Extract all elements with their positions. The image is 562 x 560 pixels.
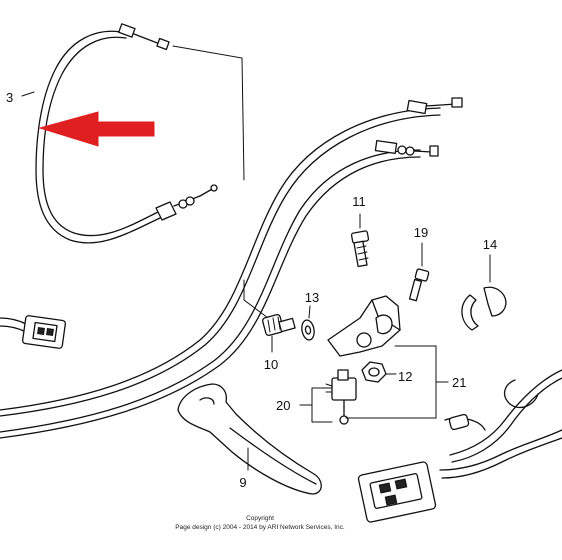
cable-3 bbox=[35, 23, 218, 244]
part-14-clip bbox=[461, 254, 507, 331]
callout-13[interactable]: 13 bbox=[305, 290, 319, 305]
part-12-nut bbox=[361, 361, 387, 383]
coupler-face bbox=[369, 473, 423, 509]
cable-end-ball bbox=[210, 184, 218, 192]
copyright-notice: Page design (c) 2004 - 2014 by ARI Netwo… bbox=[175, 524, 345, 531]
cable-end-fitting bbox=[406, 99, 428, 115]
cable-end-nut bbox=[156, 37, 170, 51]
cable-end-nut bbox=[451, 97, 463, 108]
callout-21[interactable]: 21 bbox=[452, 375, 466, 390]
callout-19[interactable]: 19 bbox=[414, 225, 428, 240]
switch-harness bbox=[357, 369, 562, 523]
cable-end-fitting bbox=[374, 140, 398, 154]
part-19-screw bbox=[408, 242, 430, 302]
callout-20[interactable]: 20 bbox=[276, 398, 290, 413]
callout-9[interactable]: 9 bbox=[239, 475, 246, 490]
callout-12[interactable]: 12 bbox=[398, 369, 412, 384]
callout-10[interactable]: 10 bbox=[264, 357, 278, 372]
cable-adjuster bbox=[155, 201, 177, 221]
cable-nut bbox=[397, 145, 407, 155]
harness-clip bbox=[448, 413, 470, 431]
cable-nut bbox=[405, 146, 415, 156]
part-10-adjuster bbox=[262, 314, 296, 353]
leader-line bbox=[172, 45, 245, 181]
part-13-washer bbox=[301, 305, 315, 341]
leader-line bbox=[243, 279, 269, 319]
cable-end-fitting bbox=[118, 23, 136, 38]
left-connector bbox=[0, 315, 67, 349]
lever-bracket bbox=[327, 295, 401, 357]
arrow-icon bbox=[38, 111, 155, 147]
part-20-switch bbox=[325, 369, 357, 425]
copyright-title: Copyright bbox=[246, 515, 274, 522]
callout-11[interactable]: 11 bbox=[352, 194, 366, 209]
part-11-pivot-bolt bbox=[350, 213, 370, 268]
part-9-lever bbox=[177, 383, 322, 495]
throttle-cables bbox=[0, 97, 463, 439]
callout-14[interactable]: 14 bbox=[483, 237, 497, 252]
cable-nut bbox=[185, 196, 195, 206]
callout-leaders bbox=[21, 91, 449, 423]
cable-end-nut bbox=[429, 145, 439, 157]
red-arrow-indicator bbox=[38, 111, 155, 147]
callout-3[interactable]: 3 bbox=[6, 90, 13, 105]
